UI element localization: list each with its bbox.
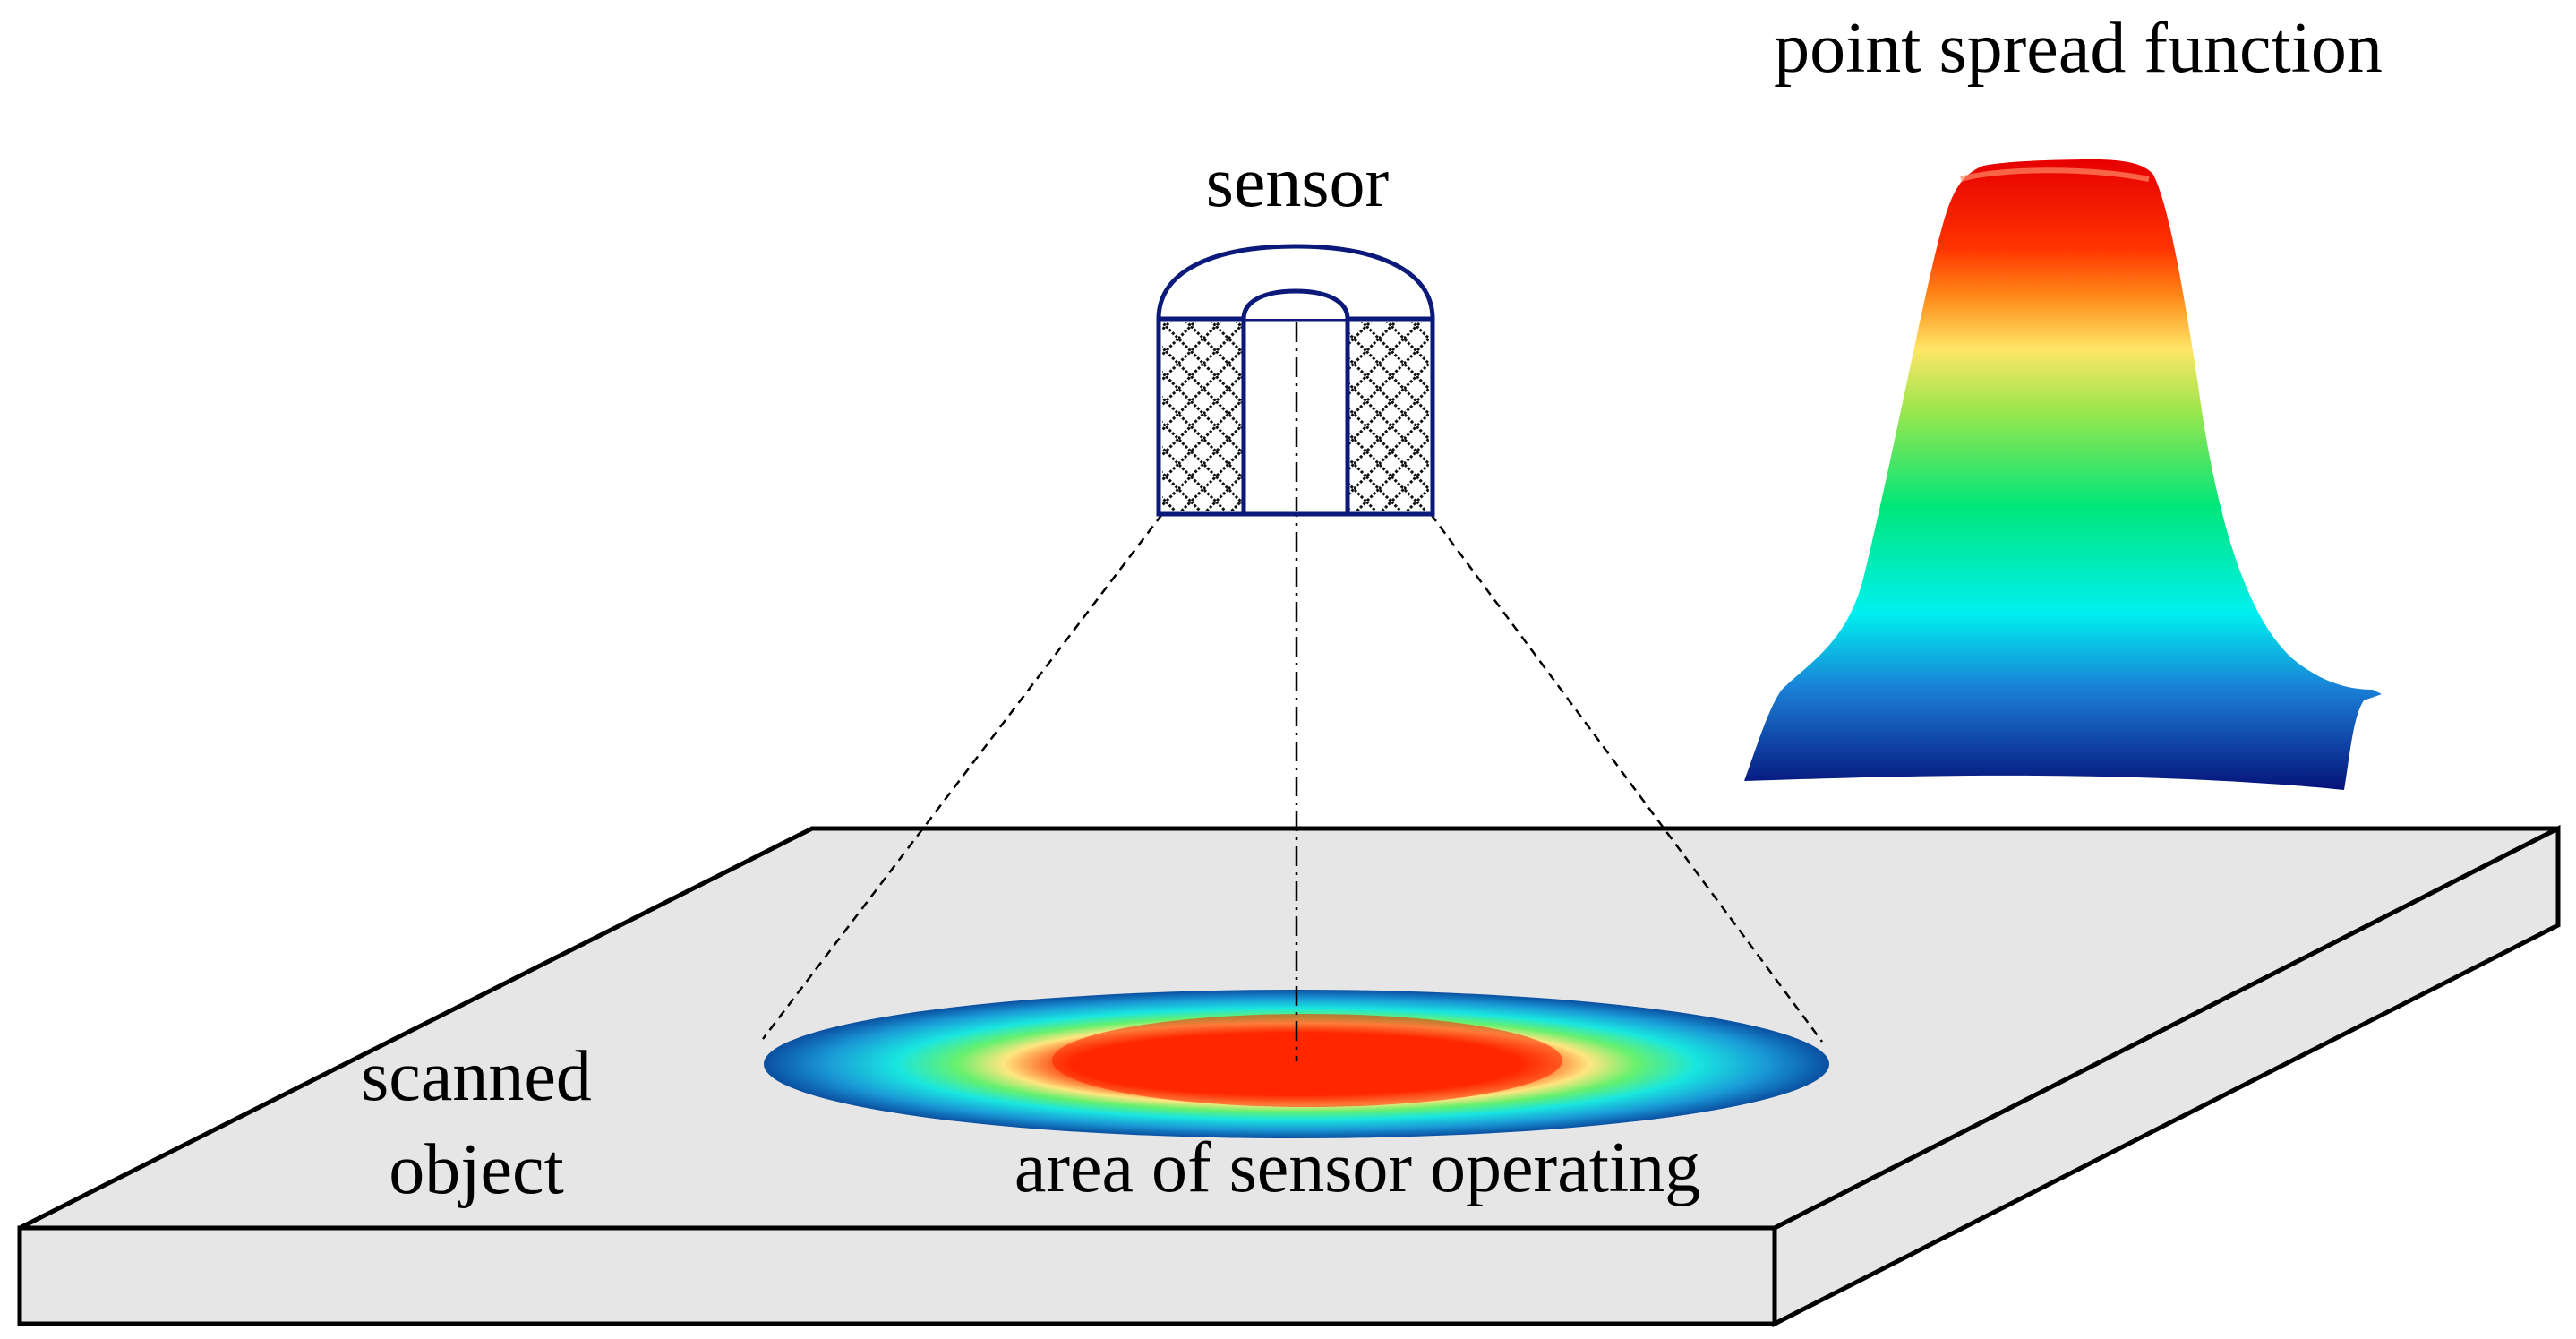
coil-crosshatch-icon	[1349, 322, 1429, 511]
slab-side-face	[1772, 824, 2561, 1328]
fov-left-line	[762, 513, 1163, 1040]
operating-area-spot	[764, 990, 1829, 1138]
fov-right-line	[1429, 513, 1824, 1043]
operating-area-label: area of sensor operating	[1014, 1129, 1700, 1207]
coil-crosshatch-icon	[1162, 322, 1243, 511]
sensor-housing-icon	[1156, 244, 1435, 517]
slab-front-face	[17, 1225, 1777, 1326]
sensor-label: sensor	[1206, 143, 1389, 222]
scanned-object-label-line1: scanned	[361, 1037, 592, 1116]
psf-surface-plot	[1744, 159, 2382, 790]
psf-title: point spread function	[1774, 9, 2383, 88]
scanned-object-label-line2: object	[389, 1130, 563, 1209]
